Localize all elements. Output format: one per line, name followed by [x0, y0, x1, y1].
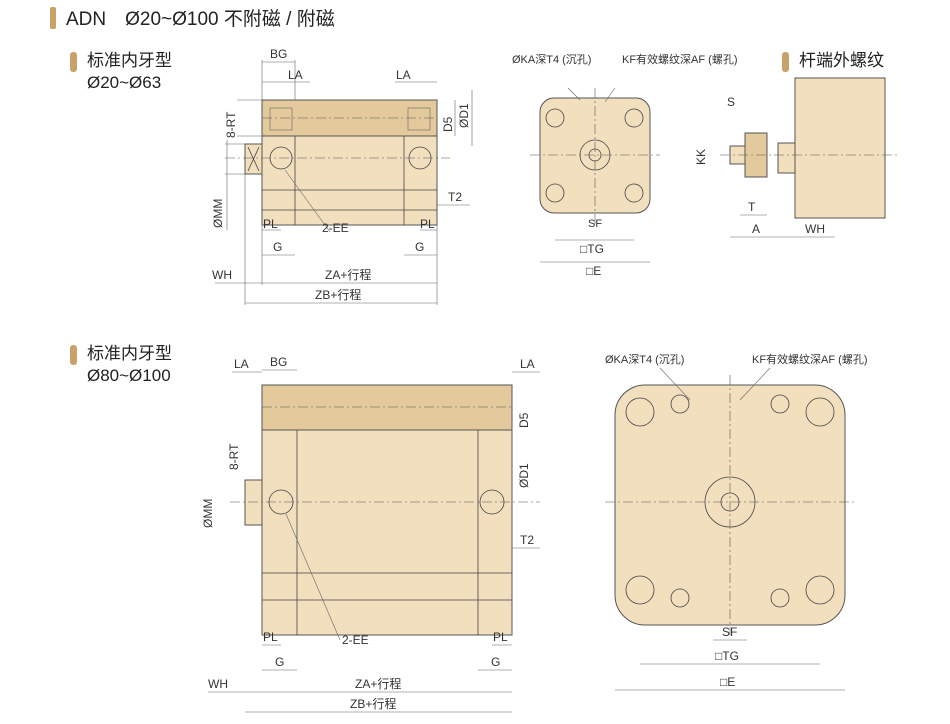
page-title: ADN Ø20~Ø100 不附磁 / 附磁: [66, 9, 335, 30]
dim-wh: WH: [212, 268, 232, 282]
dim-wh-large: WH: [208, 677, 228, 691]
dim-zb-large: ZB+行程: [350, 696, 396, 711]
dim-rt: 8-RT: [224, 111, 238, 138]
section-marker: [782, 52, 789, 72]
dim-sf-bottom: SF: [722, 625, 737, 639]
bottom-side-view: BG LA LA 8-RT D5 ØD1 ØMM T2 PL PL 2-EE G…: [201, 355, 540, 713]
dim-g-left: G: [273, 240, 282, 254]
dim-t2: T2: [448, 190, 462, 204]
dim-ka-bottom: ØKA深T4 (沉孔): [605, 353, 684, 366]
section-rod-title: 杆端外螺纹: [799, 51, 884, 70]
section-marker: [70, 345, 77, 365]
header: ADN Ø20~Ø100 不附磁 / 附磁: [50, 4, 335, 31]
dim-kf-top: KF有效螺纹深AF (螺孔): [622, 52, 738, 66]
dim-kf-bottom: KF有效螺纹深AF (螺孔): [752, 352, 868, 366]
dim-la-left: LA: [288, 68, 303, 82]
dim-s: S: [727, 95, 735, 109]
dim-rt-large: 8-RT: [227, 443, 241, 470]
top-front-view: ØKA深T4 (沉孔) KF有效螺纹深AF (螺孔) SF □TG □E: [512, 52, 738, 278]
mount-hole: [624, 108, 644, 128]
dim-la-left-large: LA: [234, 357, 249, 371]
dim-t2-large: T2: [520, 533, 534, 547]
dim-g-left-large: G: [275, 655, 284, 669]
dim-mm-large: ØMM: [201, 499, 215, 528]
dim-pl-left: PL: [263, 217, 278, 231]
section-rod-label: 杆端外螺纹: [782, 50, 884, 72]
dim-zb: ZB+行程: [315, 287, 361, 302]
dim-d5-large: D5: [517, 412, 531, 428]
dim-bg: BG: [270, 47, 287, 61]
dim-za: ZA+行程: [325, 267, 371, 282]
mount-hole: [624, 183, 644, 203]
section-top-label: 标准内牙型 Ø20~Ø63: [70, 50, 172, 94]
dim-e-bottom: □E: [720, 675, 735, 689]
dim-g-right: G: [415, 240, 424, 254]
top-side-view: BG LA LA 8-RT D5 ØD1 ØMM T2 PL PL 2-EE G…: [211, 47, 473, 305]
rod-end-large: [244, 479, 263, 526]
section-bottom-title: 标准内牙型: [87, 344, 172, 363]
dim-d1-large: ØD1: [517, 463, 531, 488]
dim-sf-top: SF: [588, 218, 602, 230]
section-top-range: Ø20~Ø63: [87, 73, 162, 92]
dim-g-right-large: G: [491, 655, 500, 669]
section-bottom-range: Ø80~Ø100: [87, 366, 171, 385]
rod-thread-view: S KK T A WH: [694, 77, 900, 238]
dim-kk: KK: [694, 149, 708, 165]
rod-body: [794, 77, 886, 219]
rod-stub: [777, 142, 796, 174]
section-bottom-label: 标准内牙型 Ø80~Ø100: [70, 343, 172, 387]
dim-ee: 2-EE: [322, 221, 349, 235]
dim-tg-bottom: □TG: [715, 649, 739, 663]
dim-za-large: ZA+行程: [355, 676, 401, 691]
dim-a: A: [752, 222, 760, 236]
dim-pl-right-large: PL: [493, 630, 508, 644]
section-top-title: 标准内牙型: [87, 51, 172, 70]
dim-d5: D5: [441, 116, 455, 132]
dim-pl-right: PL: [420, 217, 435, 231]
dim-ka-top: ØKA深T4 (沉孔): [512, 53, 591, 66]
mount-hole: [545, 108, 565, 128]
dim-la-right-large: LA: [520, 357, 535, 371]
dim-d1: ØD1: [457, 103, 471, 128]
dim-t: T: [748, 200, 756, 214]
dim-ee-large: 2-EE: [342, 633, 369, 647]
mount-hole: [545, 183, 565, 203]
dim-tg-top: □TG: [580, 242, 604, 256]
dim-pl-left-large: PL: [263, 630, 278, 644]
dim-mm: ØMM: [211, 199, 225, 228]
dim-wh-rod: WH: [805, 222, 825, 236]
cylinder-top-section-large: [261, 384, 513, 431]
dim-la-right: LA: [396, 68, 411, 82]
header-marker: [50, 6, 56, 29]
bottom-front-view: ØKA深T4 (沉孔) KF有效螺纹深AF (螺孔) SF □TG □E: [605, 352, 868, 691]
dim-bg-large: BG: [270, 355, 287, 369]
section-marker: [70, 52, 77, 72]
dim-e-top: □E: [586, 264, 601, 278]
